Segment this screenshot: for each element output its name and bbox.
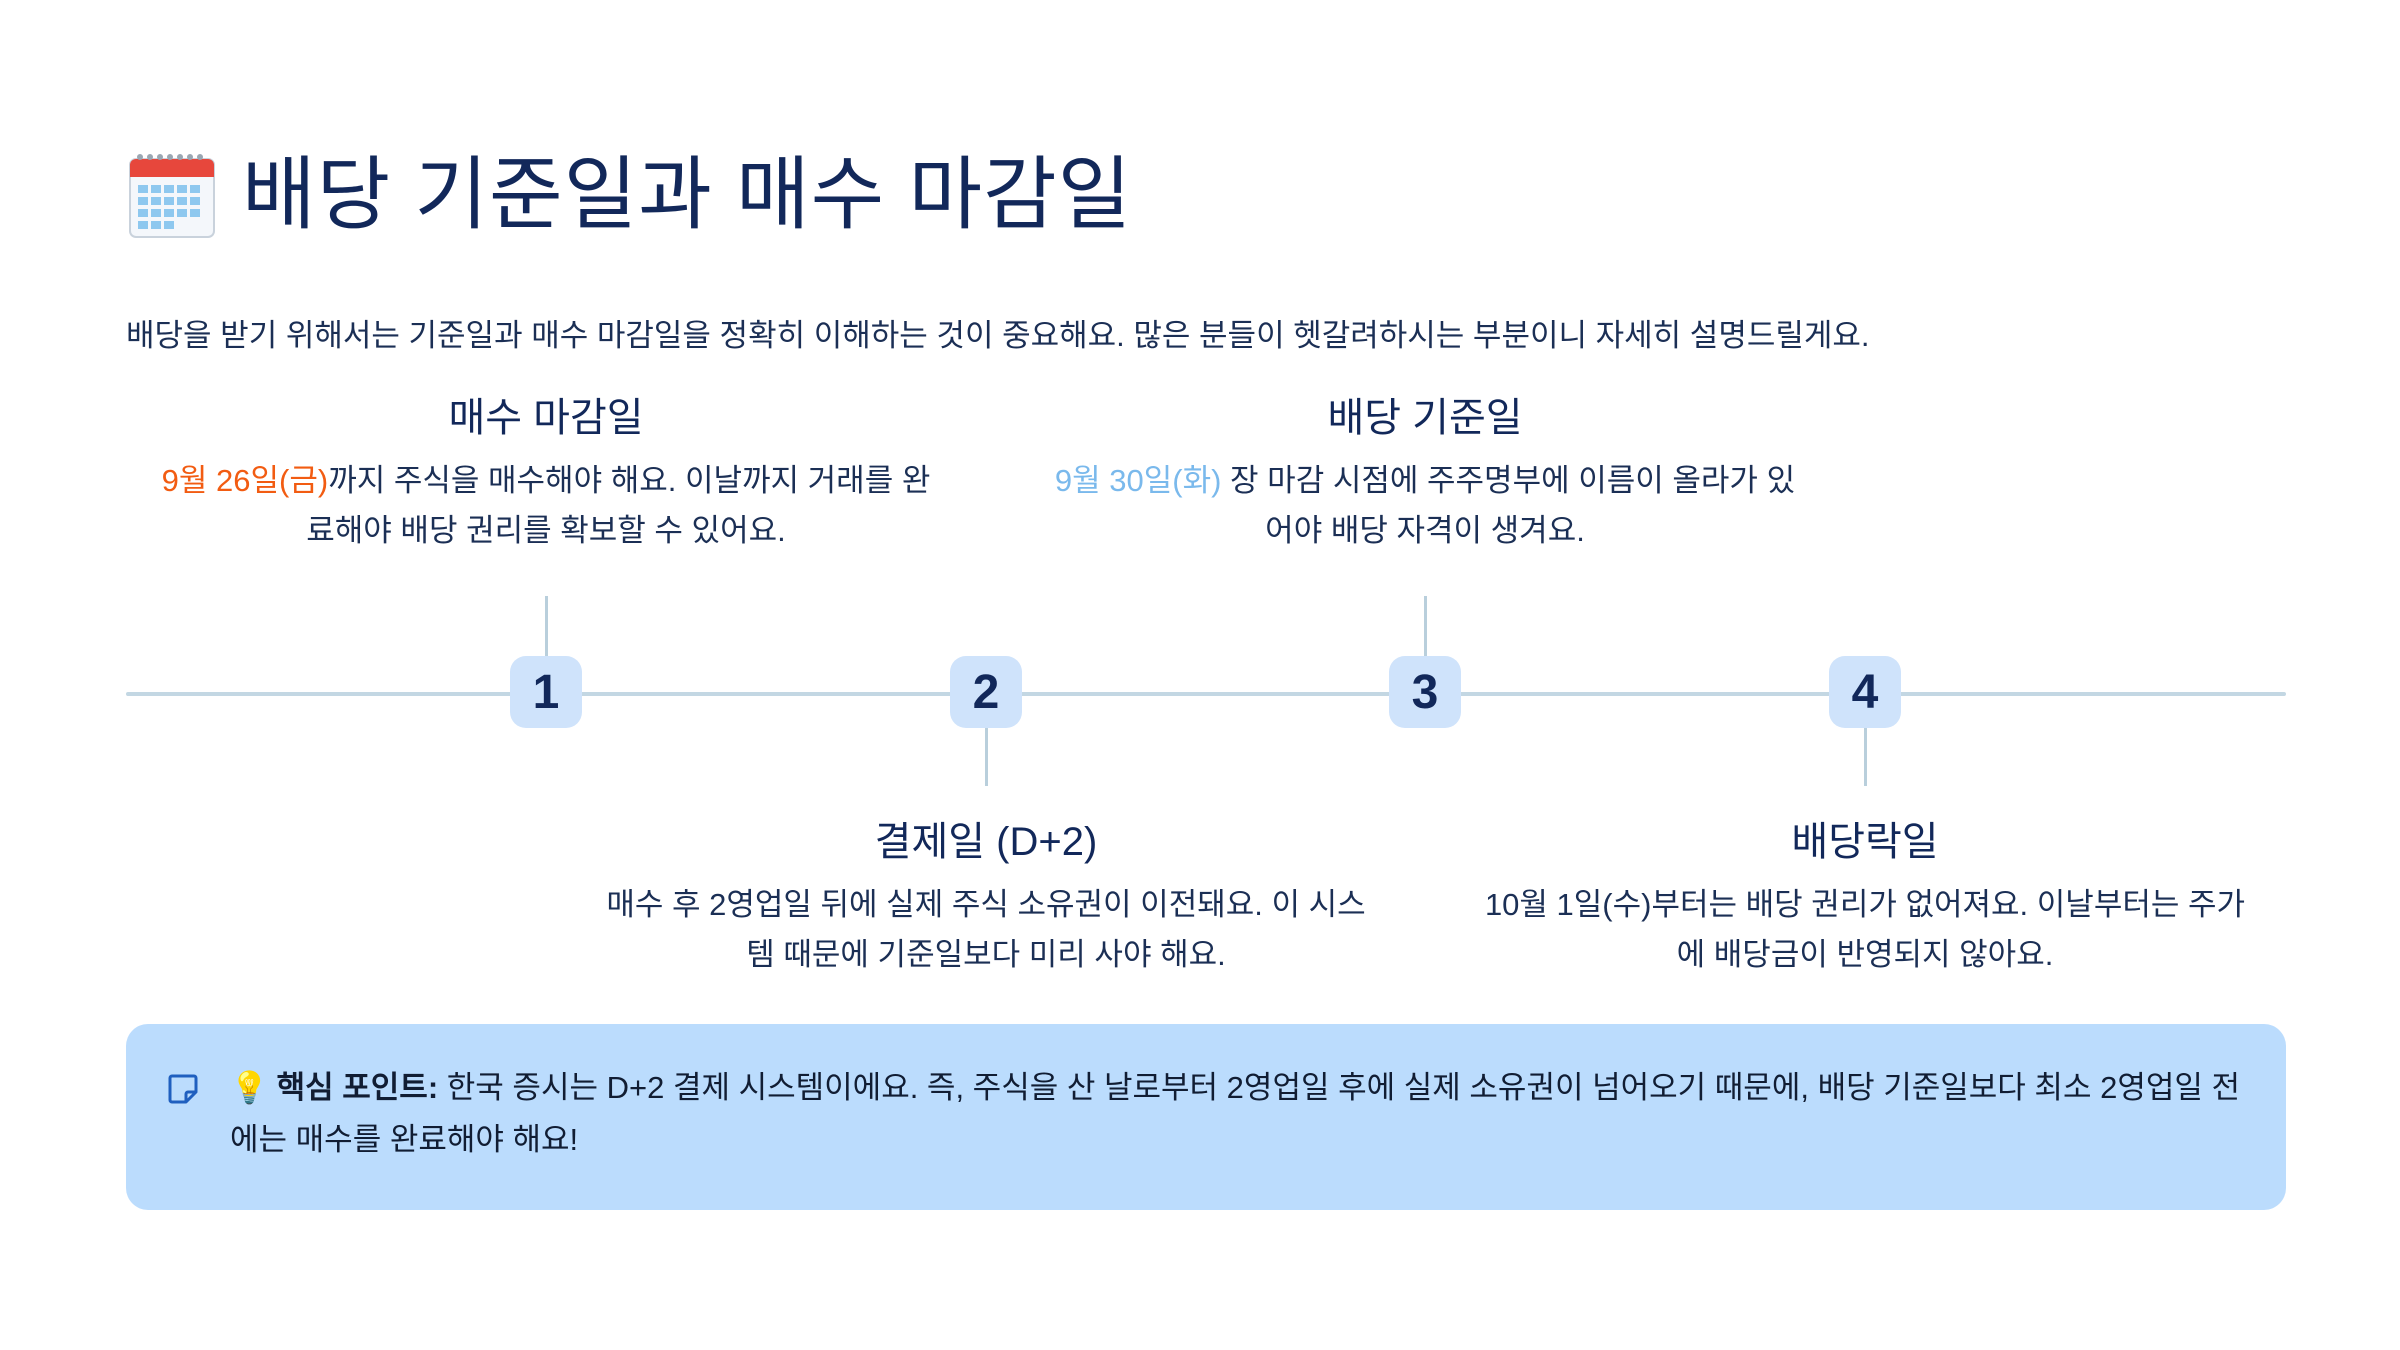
event-description: 9월 26일(금)까지 주식을 매수해야 해요. 이날까지 거래를 완 료해야 …: [126, 456, 966, 556]
event-record-date: 배당 기준일 9월 30일(화) 장 마감 시점에 주주명부에 이름이 올라가 …: [1005, 390, 1845, 556]
calendar-icon: [129, 154, 215, 238]
connector-4: [1864, 728, 1867, 786]
description-line: 료해야 배당 권리를 확보할 수 있어요.: [306, 513, 786, 548]
callout-label: 핵심 포인트:: [276, 1070, 439, 1105]
intro-text: 배당을 받기 위해서는 기준일과 매수 마감일을 정확히 이해하는 것이 중요해…: [126, 318, 1870, 353]
note-icon: [168, 1074, 198, 1104]
key-point-callout: 💡핵심 포인트: 한국 증시는 D+2 결제 시스템이에요. 즉, 주식을 산 …: [126, 1024, 2286, 1210]
connector-2: [985, 728, 988, 786]
event-settlement-date: 결제일 (D+2) 매수 후 2영업일 뒤에 실제 주식 소유권이 이전돼요. …: [566, 814, 1406, 980]
event-ex-dividend-date: 배당락일 10월 1일(수)부터는 배당 권리가 없어져요. 이날부터는 주가 …: [1445, 814, 2285, 980]
date-highlight: 9월 26일(금): [161, 463, 329, 498]
callout-text: 💡핵심 포인트: 한국 증시는 D+2 결제 시스템이에요. 즉, 주식을 산 …: [230, 1062, 2260, 1166]
event-title: 결제일 (D+2): [874, 820, 1098, 864]
event-description: 10월 1일(수)부터는 배당 권리가 없어져요. 이날부터는 주가 에 배당금…: [1445, 880, 2285, 980]
description-line: 10월 1일(수)부터는 배당 권리가 없어져요. 이날부터는 주가: [1484, 887, 2246, 922]
connector-3: [1424, 596, 1427, 656]
description-line: 장 마감 시점에 주주명부에 이름이 올라가 있: [1221, 463, 1796, 498]
timeline-line: [126, 692, 2286, 696]
timeline-node-1: 1: [510, 656, 582, 728]
callout-body: 한국 증시는 D+2 결제 시스템이에요. 즉, 주식을 산 날로부터 2영업일…: [230, 1070, 2241, 1157]
event-purchase-deadline: 매수 마감일 9월 26일(금)까지 주식을 매수해야 해요. 이날까지 거래를…: [126, 390, 966, 556]
description-line: 매수 후 2영업일 뒤에 실제 주식 소유권이 이전돼요. 이 시스: [606, 887, 1366, 922]
timeline-node-2: 2: [950, 656, 1022, 728]
lightbulb-icon: 💡: [230, 1070, 269, 1105]
event-title: 배당락일: [1791, 820, 1939, 864]
date-highlight: 9월 30일(화): [1054, 463, 1222, 498]
connector-1: [545, 596, 548, 656]
description-line: 에 배당금이 반영되지 않아요.: [1676, 937, 2054, 972]
event-title: 배당 기준일: [1327, 396, 1523, 440]
event-description: 매수 후 2영업일 뒤에 실제 주식 소유권이 이전돼요. 이 시스 템 때문에…: [566, 880, 1406, 980]
timeline-node-4: 4: [1829, 656, 1901, 728]
page-title: 배당 기준일과 매수 마감일: [242, 150, 1133, 239]
description-line: 까지 주식을 매수해야 해요. 이날까지 거래를 완: [328, 463, 931, 498]
timeline-node-3: 3: [1389, 656, 1461, 728]
page-header: 배당 기준일과 매수 마감일: [126, 140, 1132, 250]
event-description: 9월 30일(화) 장 마감 시점에 주주명부에 이름이 올라가 있 어야 배당…: [1005, 456, 1845, 556]
description-line: 어야 배당 자격이 생겨요.: [1265, 513, 1585, 548]
event-title: 매수 마감일: [448, 396, 644, 440]
description-line: 템 때문에 기준일보다 미리 사야 해요.: [746, 937, 1226, 972]
